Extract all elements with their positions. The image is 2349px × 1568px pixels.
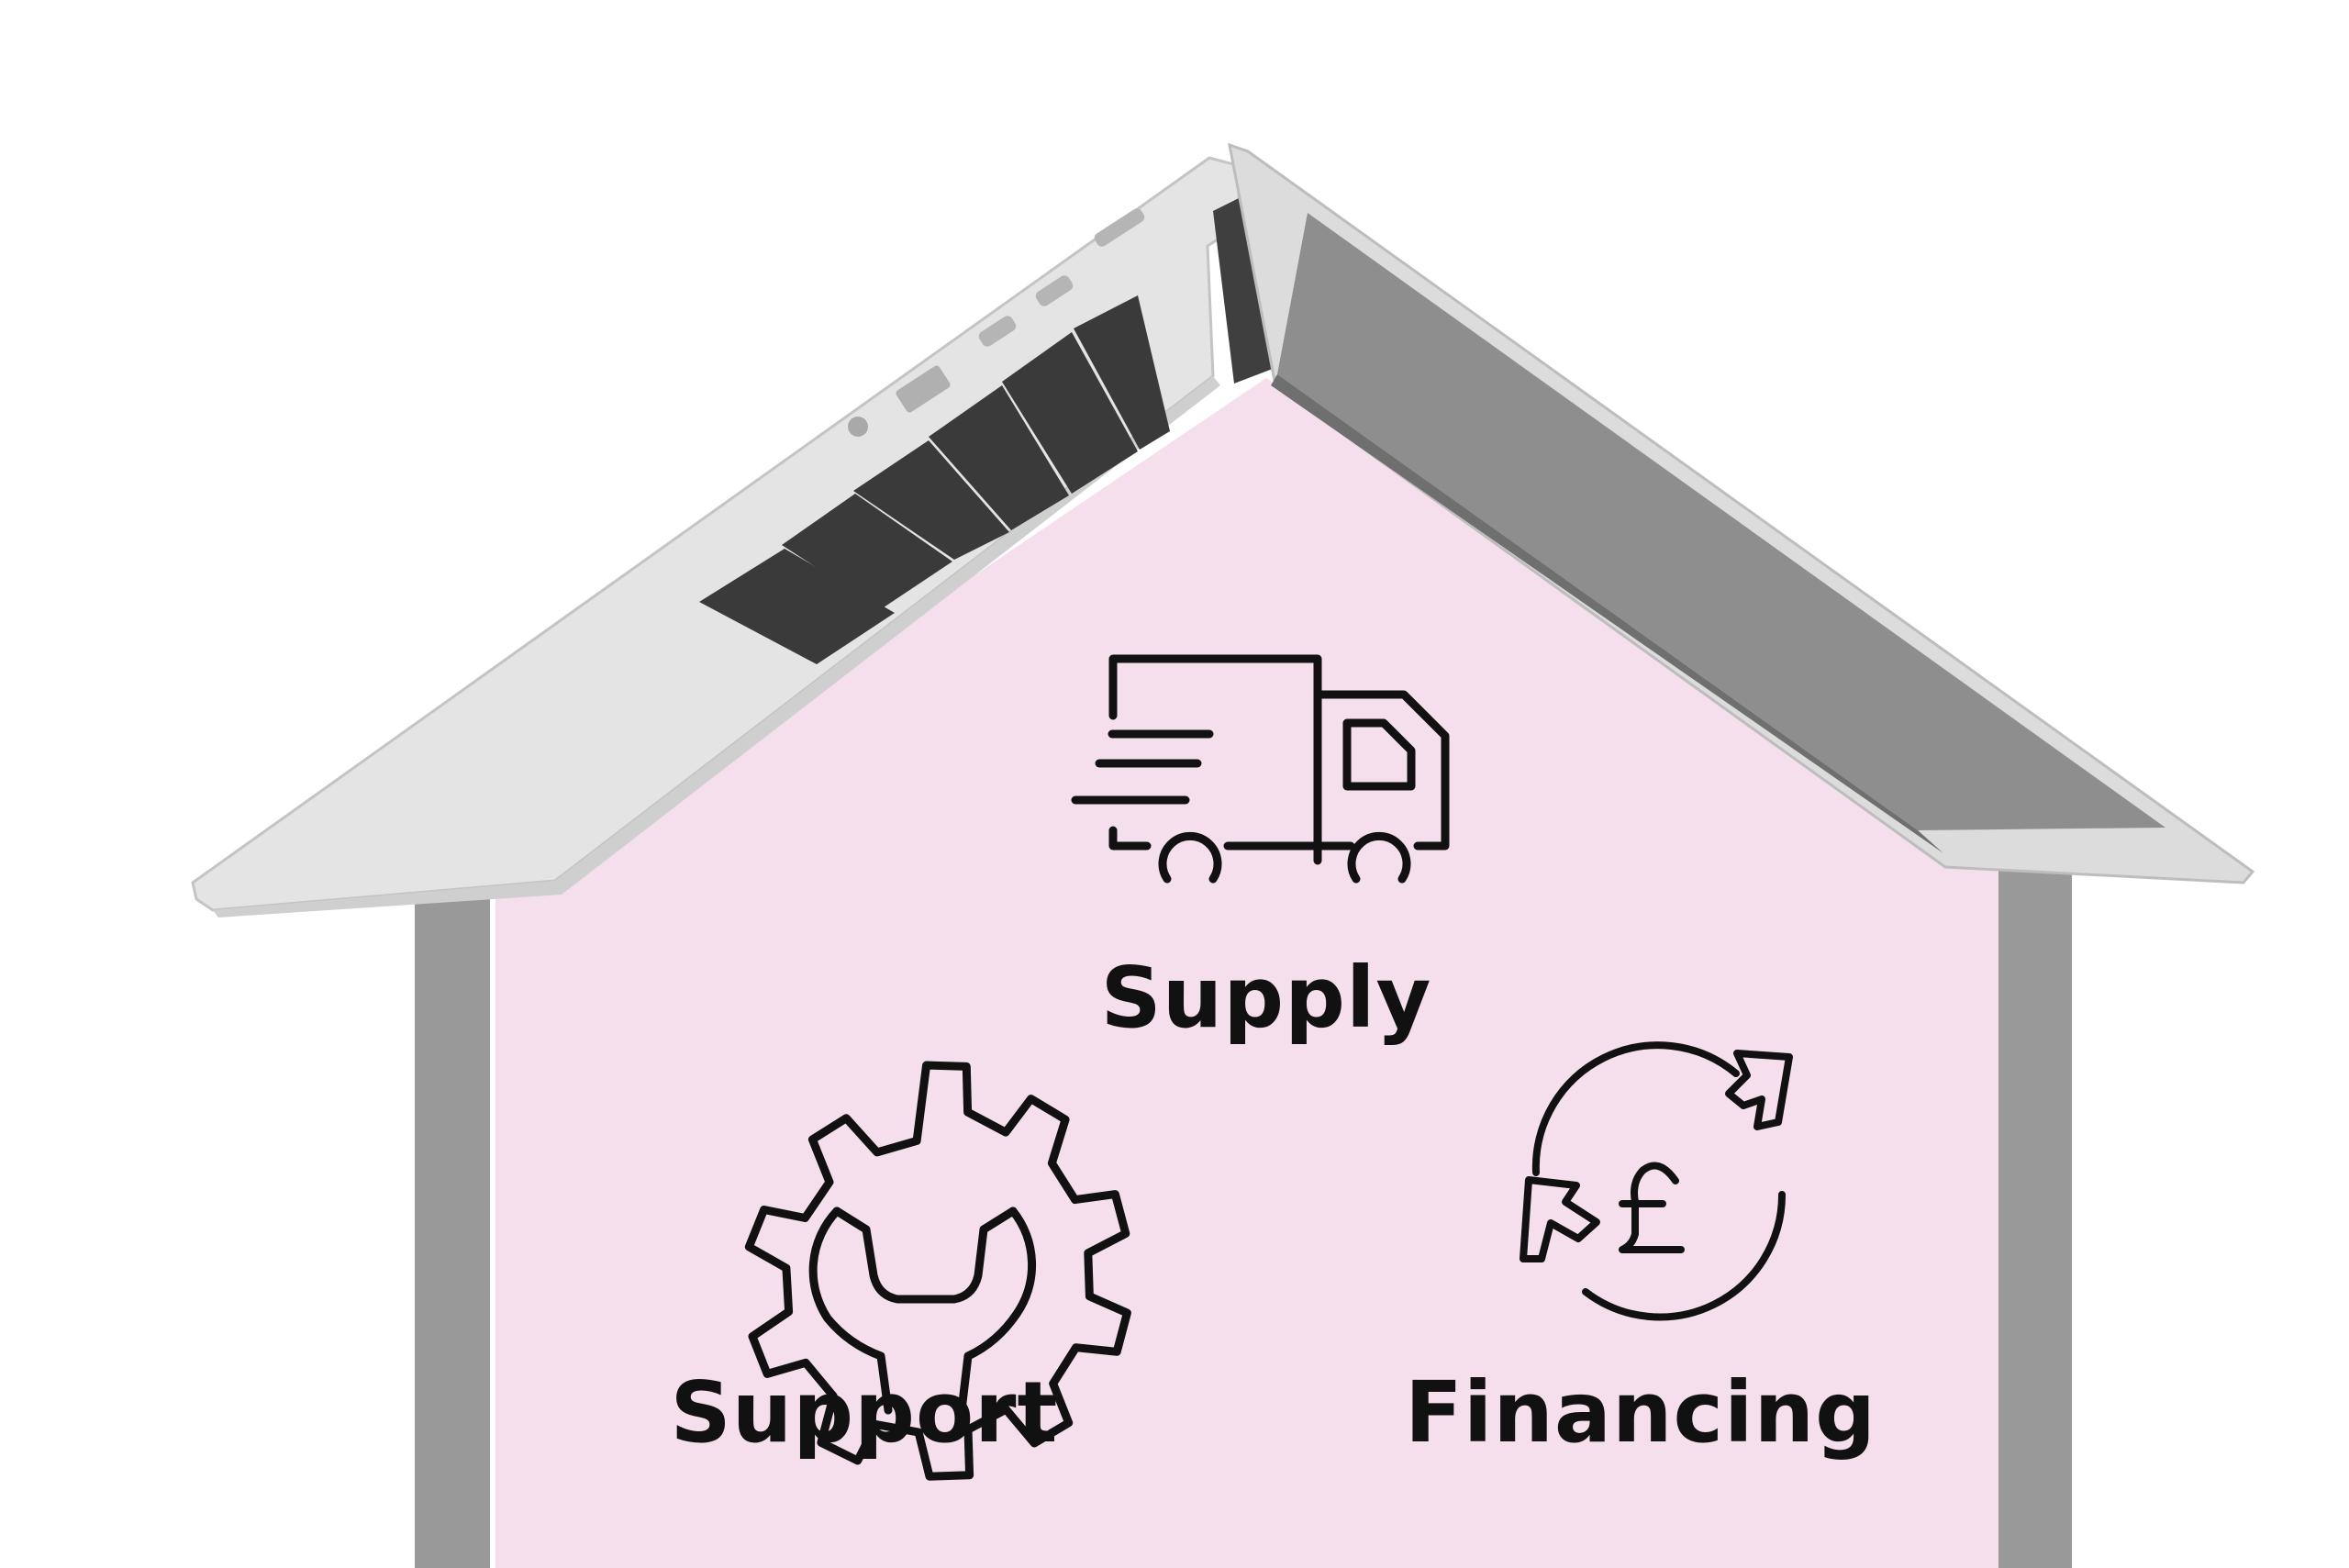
financing-label: Financing (1405, 1363, 1876, 1462)
laptop-base-roof (191, 156, 1242, 917)
right-wall (1998, 862, 2072, 1568)
supply-label: Supply (1100, 949, 1432, 1047)
left-wall (415, 885, 490, 1568)
pound-exchange-icon (1520, 1041, 1793, 1321)
laptop-lid-roof (1228, 142, 2255, 884)
support-label: Support (670, 1363, 1059, 1462)
gear-wrench-icon (744, 1061, 1131, 1481)
delivery-truck-icon (1071, 654, 1450, 884)
